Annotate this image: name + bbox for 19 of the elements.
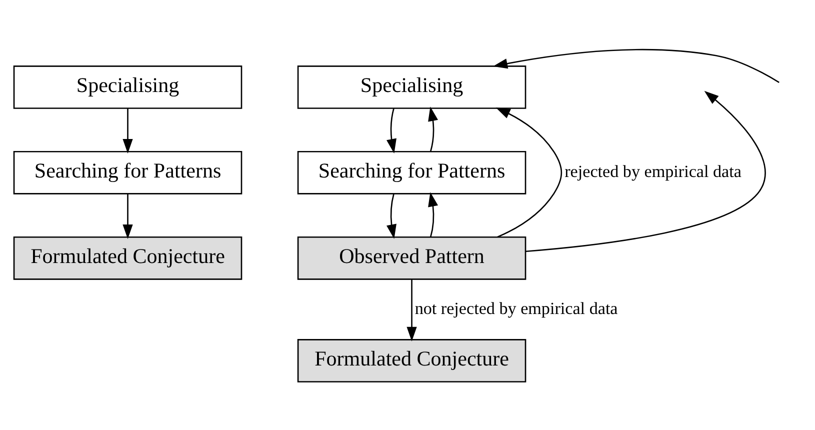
node-box: Specialising <box>297 65 526 108</box>
node-box: Formulated Conjecture <box>297 338 526 382</box>
arrow <box>496 107 562 238</box>
arrow <box>122 194 133 238</box>
edge-label: not rejected by empirical data <box>414 298 618 318</box>
arrow <box>492 48 780 82</box>
node-box: Formulated Conjecture <box>13 236 242 280</box>
arrow <box>526 90 766 252</box>
node-box: Specialising <box>13 65 242 108</box>
node-box: Searching for Patterns <box>13 150 242 194</box>
arrow <box>386 108 396 153</box>
arrow <box>428 192 438 237</box>
node-box: Searching for Patterns <box>297 150 526 194</box>
node-box: Observed Pattern <box>297 236 526 280</box>
arrow <box>406 278 417 341</box>
arrow <box>428 106 438 152</box>
arrow <box>386 193 396 238</box>
edge-label: rejected by empirical data <box>564 162 742 181</box>
arrow <box>122 108 133 153</box>
